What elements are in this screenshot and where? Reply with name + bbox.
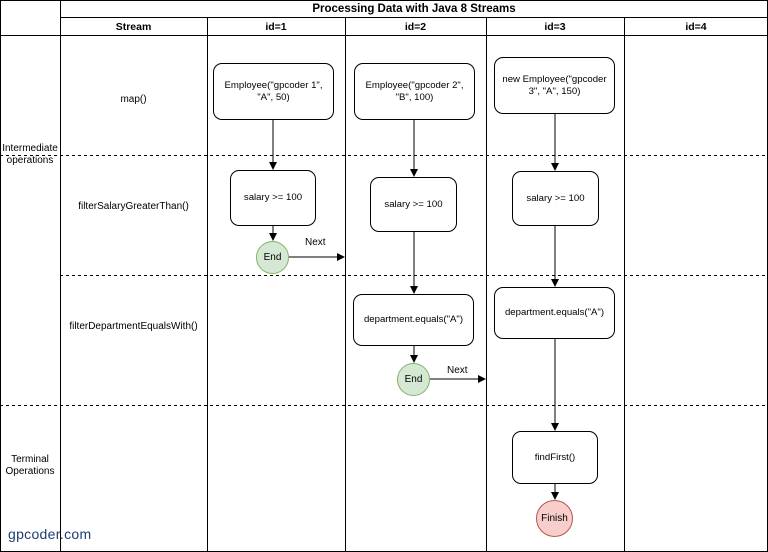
node-salary-id3: salary >= 100	[512, 171, 599, 226]
column-header-id2: id=2	[404, 21, 427, 33]
node-map-id1: Employee("gpcoder 1", "A", 50)	[213, 63, 334, 120]
edge-label-next-id1: Next	[305, 237, 326, 248]
node-salary-id1: salary >= 100	[230, 170, 316, 226]
node-department-id3: department.equals("A")	[494, 287, 615, 339]
edge-label-next-id2: Next	[447, 365, 468, 376]
node-find-first: findFirst()	[512, 431, 598, 484]
node-map-id2: Employee("gpcoder 2", "B", 100)	[354, 63, 475, 120]
column-header-stream: Stream	[115, 21, 152, 33]
node-end-id2: End	[397, 363, 430, 396]
node-salary-id2: salary >= 100	[370, 177, 457, 232]
group-label-intermediate: Intermediate operations	[2, 143, 58, 166]
column-header-id3: id=3	[544, 21, 566, 33]
node-map-id3: new Employee("gpcoder 3", "A", 150)	[494, 57, 615, 114]
node-end-id1: End	[256, 241, 289, 274]
row-label-filter-salary: filterSalaryGreaterThan()	[78, 201, 189, 212]
row-label-map: map()	[120, 94, 147, 105]
group-label-terminal: Terminal Operations	[5, 454, 55, 477]
watermark-text: gpcoder.com	[8, 526, 92, 542]
column-header-id4: id=4	[685, 21, 707, 33]
node-department-id2: department.equals("A")	[353, 294, 474, 346]
column-header-id1: id=1	[265, 21, 287, 33]
row-label-filter-department: filterDepartmentEqualsWith()	[69, 321, 198, 332]
diagram-title: Processing Data with Java 8 Streams	[312, 3, 516, 15]
node-finish: Finish	[536, 500, 573, 537]
